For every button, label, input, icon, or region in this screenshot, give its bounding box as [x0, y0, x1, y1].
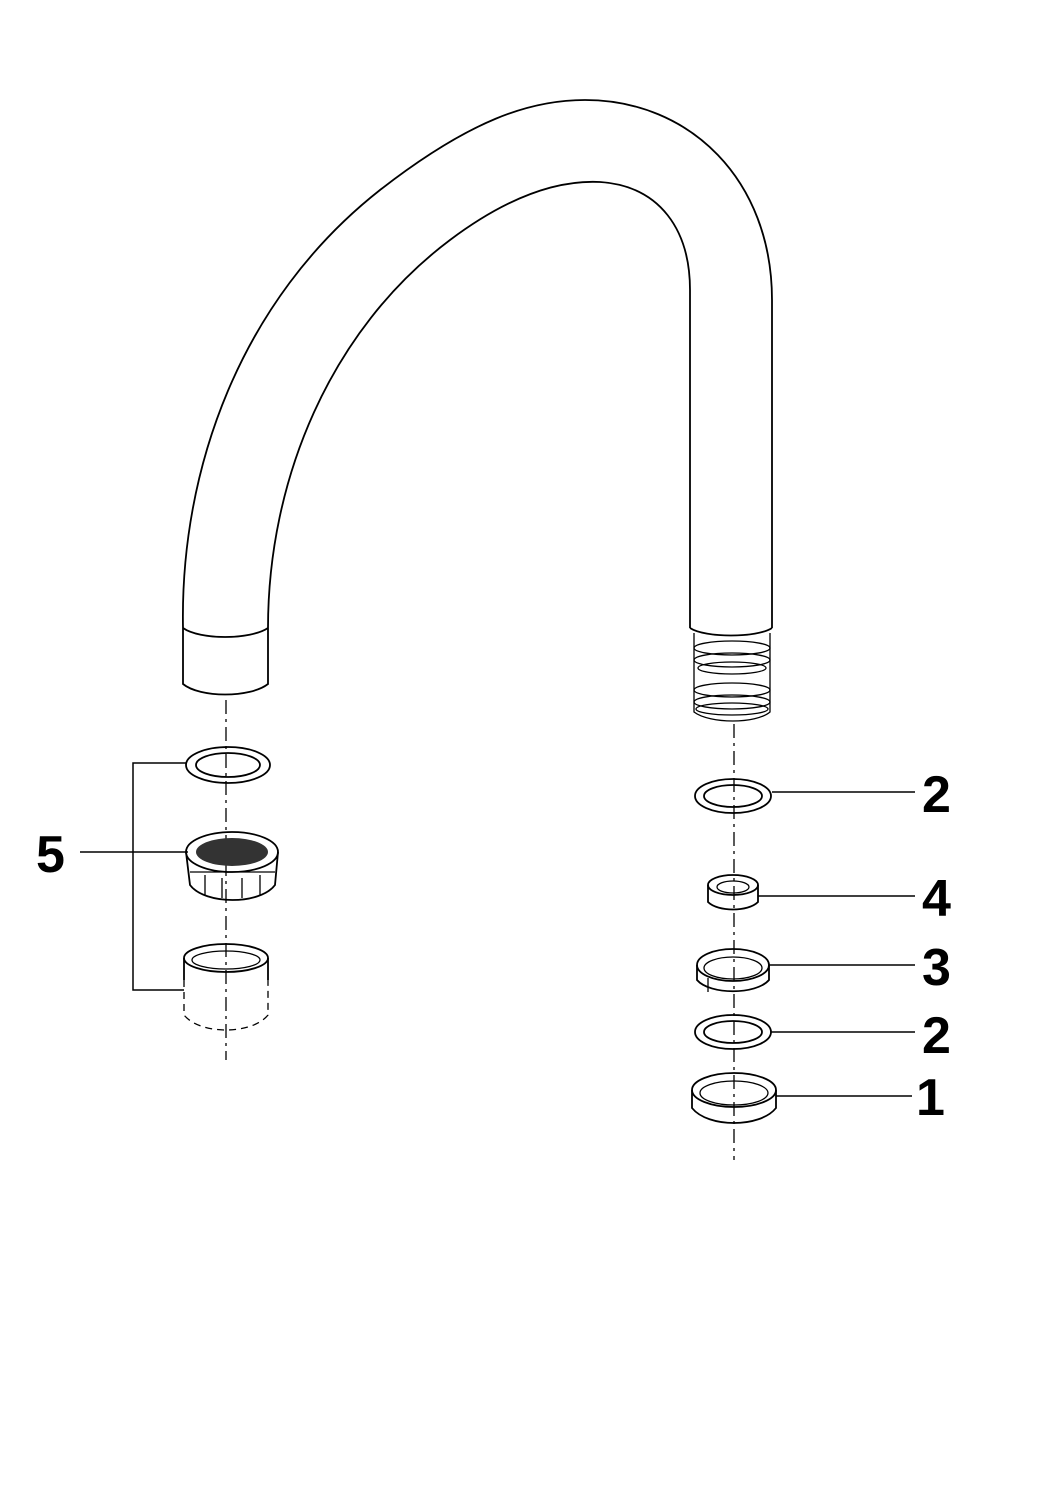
spout-body: [182, 99, 773, 696]
washer-2-top: [694, 778, 772, 814]
ring-1: [691, 1072, 777, 1124]
washer-2-bottom: [694, 1014, 772, 1050]
aerator-housing-dashed: [183, 943, 269, 1031]
leader-lines: [80, 762, 915, 1097]
axis-lines: [225, 700, 735, 1160]
callout-3: 3: [922, 939, 951, 997]
sleeve-4: [707, 874, 759, 911]
callout-4: 4: [922, 870, 951, 928]
callout-2-top: 2: [922, 766, 951, 824]
callout-2-bottom: 2: [922, 1007, 951, 1065]
ring-3: [696, 948, 770, 993]
left-washer: [185, 746, 271, 784]
spout-threaded-connector: [693, 633, 771, 722]
callout-1: 1: [916, 1069, 945, 1127]
aerator-insert: [185, 831, 279, 901]
callout-5: 5: [36, 826, 65, 884]
